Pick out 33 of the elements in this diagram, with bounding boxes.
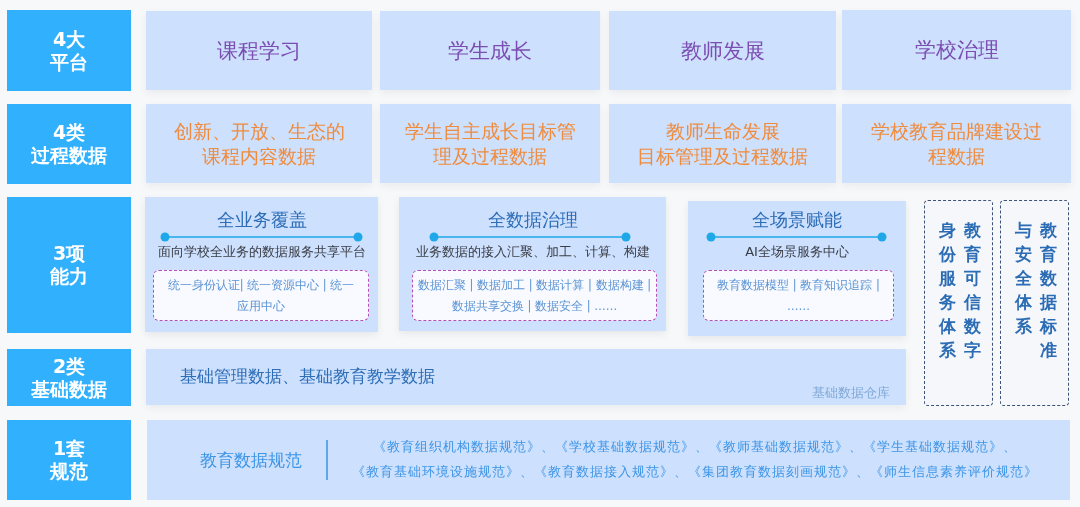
row-header: 2类基础数据 [7, 349, 131, 406]
dashed-panel: 教育数据模型 | 教育知识追踪 | …… [703, 270, 894, 321]
card-heading: 全业务覆盖 [215, 209, 308, 231]
capability-card [688, 201, 906, 336]
capability-card [399, 197, 666, 331]
platform-box: 学生成长 [380, 11, 600, 90]
data-box: 创新、开放、生态的课程内容数据 [146, 104, 372, 183]
data-box: 学生自主成长目标管理及过程数据 [380, 104, 600, 183]
data-box: 学校教育品牌建设过程数据 [842, 104, 1071, 183]
row-header: 1套规范 [7, 420, 131, 500]
data-band [146, 349, 906, 405]
platform-box: 学校治理 [842, 10, 1071, 90]
card-heading: 全场景赋能 [751, 209, 843, 231]
platform-box: 课程学习 [146, 11, 372, 90]
standards-list: 《教育组织机构数据规范》、《学校基础数据规范》、《教师基础数据规范》、《学生基础数据规范》、《教育基础环境设施规范》、《教育数据接入规范》、《集团教育数据刻画规范》、《师生信息素养评价规范》 [335, 434, 1055, 484]
standards-band [147, 420, 1070, 500]
card-subtitle: 面向学校全业务的数据服务共享平台 [156, 244, 367, 260]
row-header: 4类过程数据 [7, 104, 131, 184]
vertical-dashed-box: 教育可信数字身份服务体系 [924, 200, 993, 406]
band-text: 基础管理数据、基础教育教学数据 [180, 365, 435, 387]
vertical-dashed-box: 教育数据标准与安全体系 [1000, 200, 1069, 406]
card-heading: 全数据治理 [486, 209, 579, 231]
capability-card [145, 197, 378, 332]
band-title: 教育数据规范 [200, 449, 302, 471]
platform-box: 教师发展 [609, 11, 836, 90]
band-note: 基础数据仓库 [812, 385, 890, 401]
row-header: 4大平台 [7, 10, 131, 91]
dashed-panel: 统一身份认证| 统一资源中心 | 统一应用中心 [153, 270, 369, 321]
dashed-panel: 数据汇聚 | 数据加工 | 数据计算 | 数据构建 | 数据共享交换 | 数据安全 | …… [412, 270, 657, 321]
card-subtitle: AI全场景服务中心 [744, 244, 850, 260]
row-header: 3项能力 [7, 197, 131, 333]
data-box: 教师生命发展目标管理及过程数据 [609, 104, 836, 183]
card-subtitle: 业务数据的接入汇聚、加工、计算、构建 [414, 244, 651, 260]
